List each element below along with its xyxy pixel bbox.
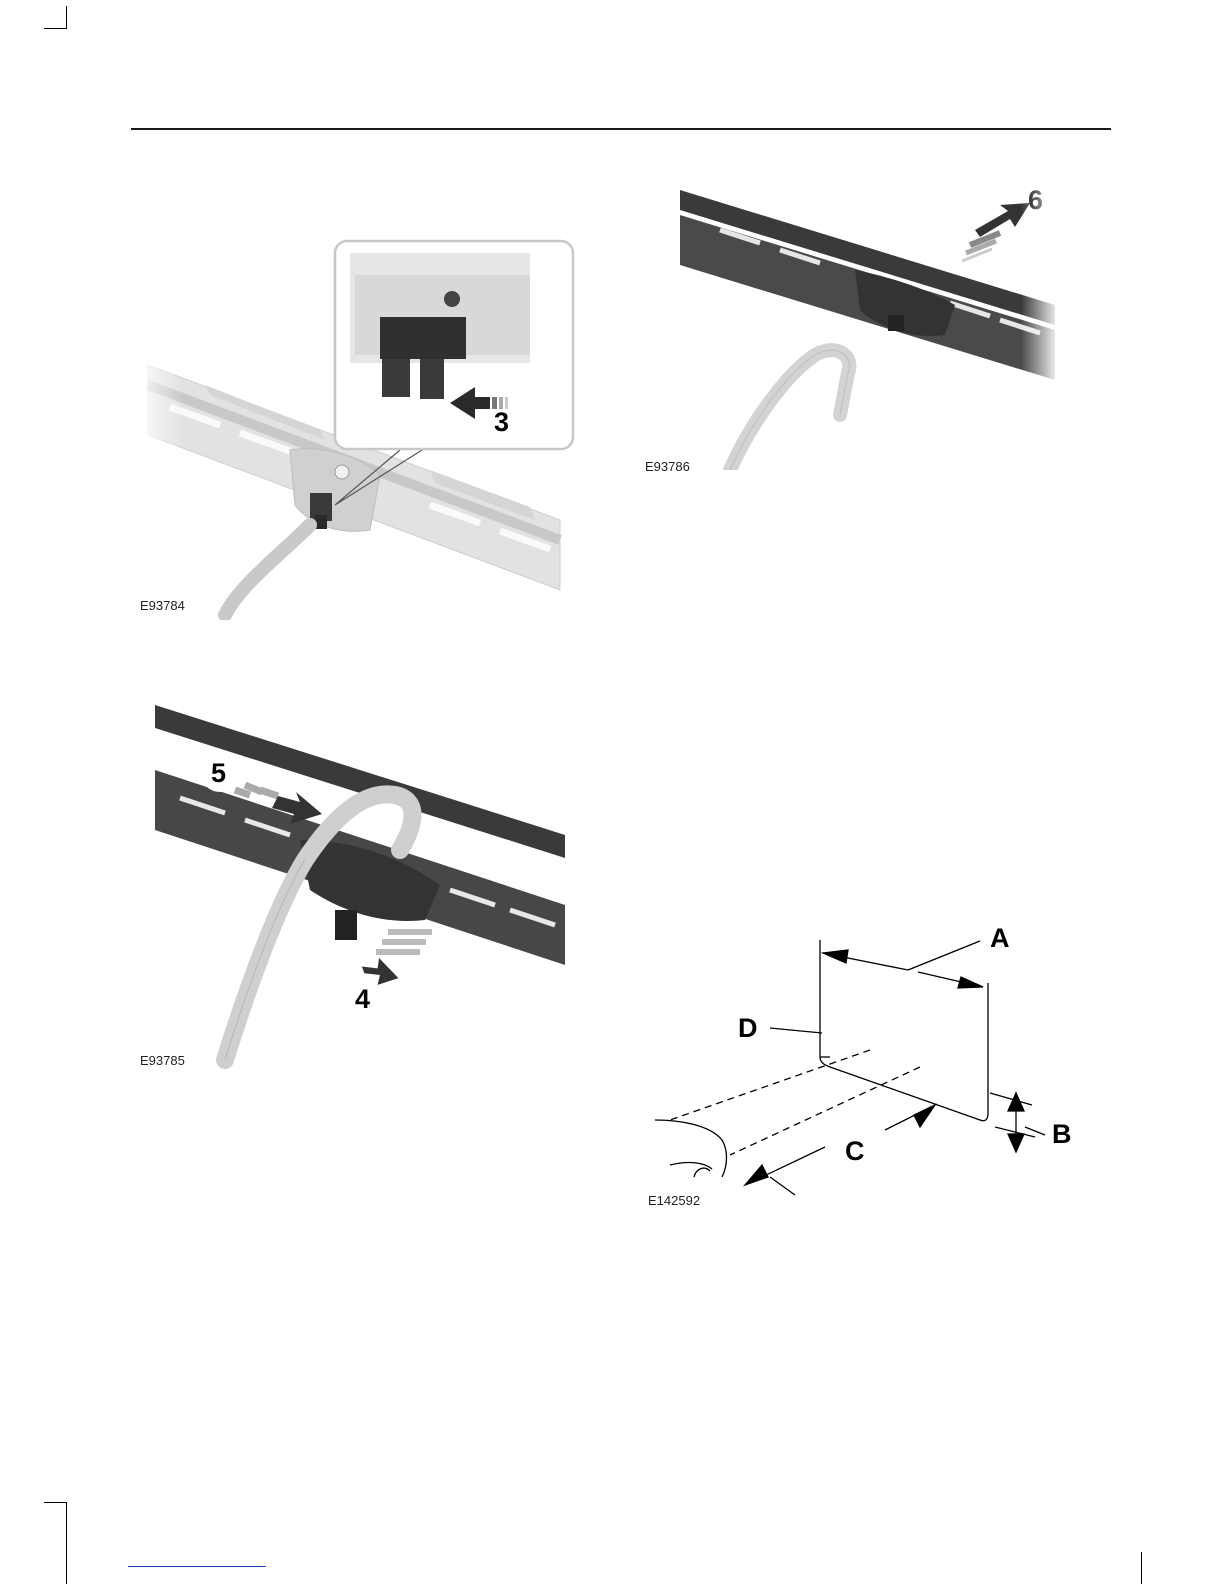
figure-code-e93784: E93784: [140, 598, 185, 613]
label-b: B: [1052, 1119, 1072, 1149]
figure-wiper-blade-slide: 5 4: [150, 700, 570, 1070]
callout-3: 3: [494, 407, 509, 437]
figure-wiper-blade-removal: 6: [670, 175, 1060, 470]
label-a: A: [990, 923, 1010, 953]
figure-code-e142592: E142592: [648, 1193, 700, 1208]
crop-mark-top-left-h: [44, 28, 67, 29]
crop-mark-bottom-left-v: [66, 1502, 67, 1584]
crop-mark-bottom-right-v: [1141, 1552, 1142, 1584]
footer-link-underline: [128, 1566, 266, 1567]
callout-4: 4: [355, 984, 370, 1014]
crop-mark-bottom-left-h: [44, 1502, 67, 1503]
figure-code-e93785: E93785: [140, 1053, 185, 1068]
figure-code-e93786: E93786: [645, 459, 690, 474]
callout-5: 5: [211, 758, 226, 788]
label-d: D: [738, 1013, 758, 1043]
figure-blade-dimensions: A B C D: [650, 915, 1090, 1215]
crop-mark-top-left-v: [66, 6, 67, 29]
figure-wiper-release-clip: 3: [130, 235, 580, 620]
label-c: C: [845, 1136, 865, 1166]
header-rule: [131, 128, 1111, 130]
